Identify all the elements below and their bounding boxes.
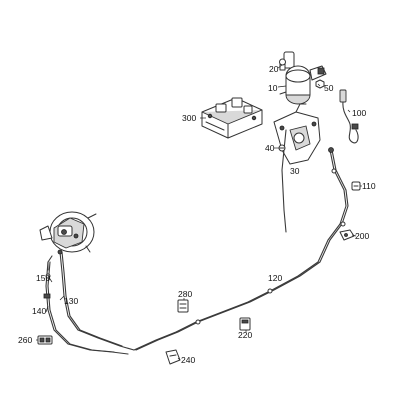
- holder-220[interactable]: [239, 317, 251, 331]
- bolt-40[interactable]: [278, 144, 286, 152]
- vacuum-pump[interactable]: [279, 51, 327, 105]
- holder-280[interactable]: [177, 299, 189, 313]
- bolt-20[interactable]: [279, 58, 286, 71]
- callout-50: 50: [324, 83, 334, 93]
- leader-lines: [36, 64, 362, 361]
- clip-260[interactable]: [37, 335, 53, 345]
- nut-50[interactable]: [315, 79, 325, 89]
- callout-150: 150: [36, 273, 50, 283]
- brake-booster[interactable]: [39, 211, 97, 253]
- callout-260: 260: [18, 335, 32, 345]
- clip-200[interactable]: [339, 229, 355, 241]
- callout-110: 110: [362, 181, 376, 191]
- vacuum-line[interactable]: [133, 129, 349, 351]
- vacuum-line-130[interactable]: [57, 249, 135, 351]
- clamp-110[interactable]: [351, 181, 361, 191]
- pump-bracket[interactable]: [273, 103, 321, 165]
- callout-30: 30: [290, 166, 300, 176]
- vacuum-line-140[interactable]: [43, 261, 129, 355]
- callout-200: 200: [355, 231, 369, 241]
- callout-100: 100: [352, 108, 366, 118]
- control-unit[interactable]: [201, 97, 263, 139]
- callout-labels: 20 10 50 100 300 40 30 110 200 120 150 2…: [18, 64, 376, 365]
- callout-140: 140: [32, 306, 46, 316]
- callout-130: 130: [64, 296, 78, 306]
- sensor-cable[interactable]: [339, 89, 359, 144]
- callout-10: 10: [268, 83, 278, 93]
- callout-220: 220: [238, 330, 252, 340]
- callout-280: 280: [178, 289, 192, 299]
- clip-240[interactable]: [165, 349, 181, 365]
- callout-120: 120: [268, 273, 282, 283]
- callout-40: 40: [265, 143, 275, 153]
- callout-20: 20: [269, 64, 279, 74]
- callout-300: 300: [182, 113, 196, 123]
- callout-240: 240: [181, 355, 195, 365]
